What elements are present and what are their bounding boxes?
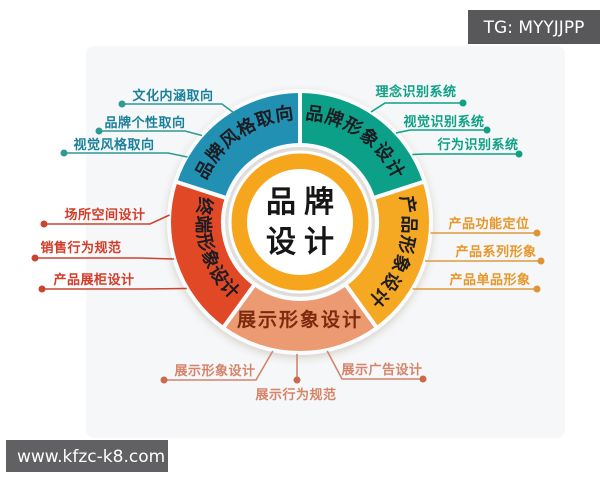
sub-label: 场所空间设计: [64, 207, 145, 223]
connector-dot: [38, 285, 46, 293]
group-product-image-items: 产品功能定位 产品系列形象 产品单品形象: [412, 216, 545, 293]
group-terminal-image-items: 场所空间设计 销售行为规范 产品展柜设计: [31, 207, 187, 293]
sub-label: 行为识别系统: [436, 137, 518, 153]
connector-line: [99, 130, 203, 137]
connector-dot: [31, 254, 39, 262]
segment-brand-style-orientation: [173, 89, 302, 201]
group-display-image-items: 展示形象设计 展示行为规范 展示广告设计: [160, 350, 427, 403]
connector-dot: [118, 100, 126, 108]
badge-background: [6, 440, 168, 472]
sub-label: 产品单品形象: [449, 272, 530, 288]
sub-label: 品牌个性取向: [104, 115, 185, 131]
connector-line: [122, 103, 235, 114]
connector-dot: [40, 220, 48, 228]
donut-chart: 品牌风格取向 品牌形象设计 产品形象设计 终端形象设计 展示形象设计 品牌 设计: [167, 89, 433, 356]
sub-label: 产品展柜设计: [53, 272, 134, 288]
segment-label-display-image: 展示形象设计: [237, 308, 363, 331]
connector-dot: [459, 99, 467, 107]
connector-dot: [293, 376, 301, 384]
connector-dot: [160, 376, 168, 384]
sub-label: 销售行为规范: [40, 240, 121, 256]
connector-dot: [419, 375, 427, 383]
connector-dot: [483, 126, 491, 134]
sub-label: 产品功能定位: [448, 216, 529, 232]
connector-line: [64, 152, 188, 158]
sub-label: 展示形象设计: [174, 363, 255, 379]
telegram-watermark-badge: TG: MYYJJPP: [468, 10, 600, 44]
badge-background: [468, 10, 600, 44]
badge-text: www.kfzc-k8.com: [17, 447, 165, 467]
sub-label: 视觉风格取向: [73, 137, 154, 153]
connector-dot: [537, 257, 545, 265]
center-title-line1: 品牌: [266, 185, 342, 220]
connector-line: [412, 153, 519, 156]
connector-line: [35, 257, 175, 260]
sub-label: 文化内涵取向: [132, 88, 213, 104]
connector-dot: [95, 127, 103, 135]
sub-label: 视觉识别系统: [403, 114, 484, 130]
sub-label: 产品系列形象: [455, 244, 536, 260]
connector-dot: [60, 149, 68, 157]
sub-label: 展示行为规范: [255, 387, 336, 403]
connector-dot: [533, 285, 541, 293]
connector-line: [326, 350, 423, 380]
badge-text: TG: MYYJJPP: [483, 18, 585, 38]
connector-dot: [533, 229, 541, 237]
connector-line: [370, 102, 463, 113]
connector-dot: [515, 150, 523, 158]
sub-label: 理念识别系统: [375, 84, 456, 100]
center-circle: [247, 169, 353, 275]
sub-label: 展示广告设计: [341, 362, 422, 378]
connector-line: [42, 287, 187, 290]
connector-line: [164, 350, 274, 381]
group-brand-image-items: 理念识别系统 视觉识别系统 行为识别系统: [370, 84, 523, 158]
center-title-line2: 设计: [266, 225, 342, 260]
group-brand-style-items: 文化内涵取向 品牌个性取向 视觉风格取向: [60, 88, 235, 158]
connector-line: [44, 214, 170, 225]
connector-line: [395, 129, 487, 134]
website-watermark-badge: www.kfzc-k8.com: [6, 440, 168, 472]
